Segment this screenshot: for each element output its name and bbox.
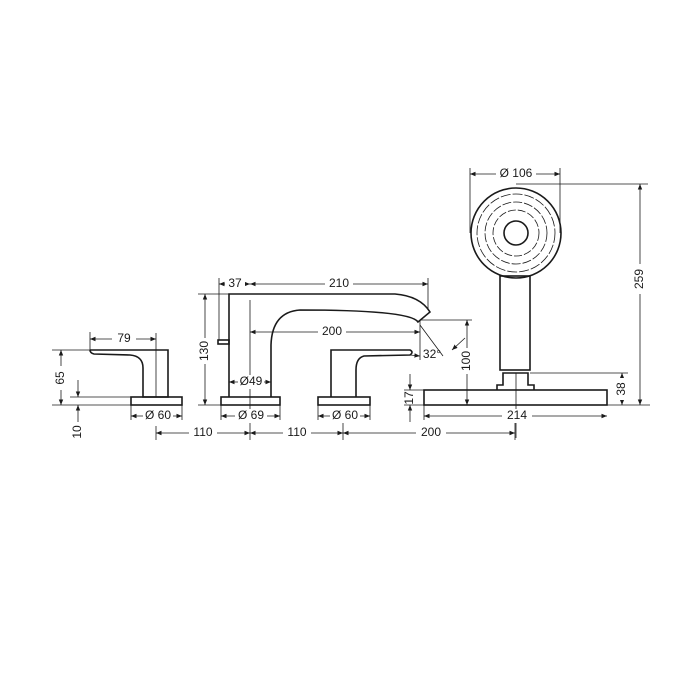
dim-right-rosette: Ø 60: [332, 408, 358, 422]
dim-spout-offset: 37: [228, 276, 242, 290]
dim-spacing-3: 200: [421, 425, 441, 439]
dim-holder-height: 38: [614, 382, 628, 396]
dim-outlet-height: 100: [459, 351, 473, 371]
dim-handle-height: 65: [53, 371, 67, 385]
dim-left-rosette: Ø 60: [145, 408, 171, 422]
dim-shower-head: Ø 106: [500, 166, 533, 180]
spout: [217, 293, 432, 406]
dimension-labels: 79 65 10 Ø 60 37 210 200 130 Ø49 Ø 69 Ø …: [53, 166, 647, 440]
right-handle: [317, 349, 413, 406]
dim-angle: 32°: [423, 347, 441, 361]
dim-spout-inner-reach: 200: [322, 324, 342, 338]
dimension-lines: [52, 168, 650, 440]
dim-shower-total-height: 259: [632, 269, 646, 289]
dim-spacing-2: 110: [287, 425, 306, 439]
dim-base-height: 17: [402, 391, 416, 405]
dim-spacing-1: 110: [193, 425, 212, 439]
dim-shower-base-width: 214: [507, 408, 527, 422]
dim-handle-width: 79: [117, 331, 131, 345]
dim-spout-height: 130: [197, 341, 211, 361]
hand-shower: [423, 187, 608, 438]
dim-spout-reach: 210: [329, 276, 349, 290]
dim-rosette-height: 10: [70, 425, 84, 439]
dim-spout-rosette: Ø 69: [238, 408, 264, 422]
left-handle: [89, 333, 183, 406]
dim-spout-body: Ø49: [240, 374, 263, 388]
